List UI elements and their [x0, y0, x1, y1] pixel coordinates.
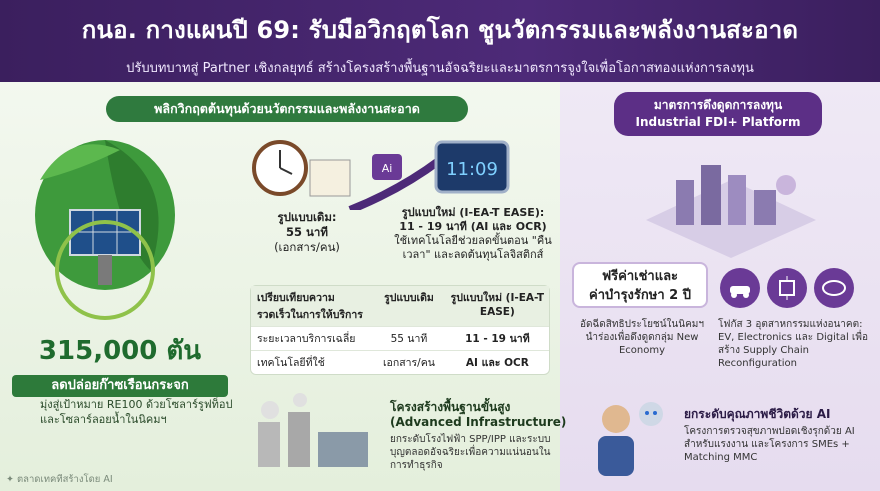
- lease-line1: ฟรีค่าเช่าและ: [601, 269, 679, 284]
- table-row: เทคโนโลยีที่ใช้ เอกสาร/คน AI และ OCR: [251, 350, 549, 374]
- table-cell: เอกสาร/คน: [382, 357, 435, 369]
- header-banner: กนอ. กางแผนปี 69: รับมือวิกฤตโลก ชูนวัตก…: [0, 0, 880, 82]
- documents-icon: [309, 159, 351, 197]
- ai-chip-label: Ai: [382, 162, 393, 175]
- power-plant-icon: [258, 393, 368, 467]
- table-cell: ระยะเวลาบริการเฉลี่ย: [257, 333, 356, 345]
- focus-industries: โฟกัส 3 อุตสาหกรรมแห่งอนาคต: EV, Electro…: [718, 319, 868, 369]
- table-cell: เทคโนโลยีที่ใช้: [257, 357, 325, 369]
- old-model-title: รูปแบบเดิม:: [277, 210, 337, 224]
- process-illustration: Ai 11:09: [252, 140, 510, 210]
- cloud-icon: [814, 268, 854, 308]
- emission-description: มุ่งสู่เป้าหมาย RE100 ด้วยโซลาร์รูฟท็อปแ…: [40, 398, 233, 426]
- emission-label: ลดปล่อยก๊าซเรือนกระจก: [12, 375, 228, 397]
- table-header: รูปแบบเดิม: [384, 292, 434, 304]
- emission-value: 315,000 ตัน: [38, 336, 202, 366]
- infra-title: โครงสร้างพื้นฐานขั้นสูง (Advanced Infras…: [390, 400, 566, 430]
- infra-description: ยกระดับโรงไฟฟ้า SPP/IPP และระบบบุญตลอดอั…: [390, 434, 551, 471]
- infra-title-line1: โครงสร้างพื้นฐานขั้นสูง: [390, 400, 511, 414]
- infra-title-line2: (Advanced Infrastructure): [390, 415, 567, 429]
- right-section-heading: มาตรการดึงดูดการลงทุน Industrial FDI+ Pl…: [614, 92, 822, 136]
- table-cell: 55 นาที: [390, 333, 428, 345]
- old-model-block: รูปแบบเดิม: 55 นาที (เอกสาร/คน): [262, 210, 352, 255]
- ai-health-title: ยกระดับคุณภาพชีวิตด้วย AI: [684, 407, 831, 421]
- ai-health-worker-icon: [598, 402, 663, 476]
- ai-chip-icon: [372, 154, 402, 180]
- lease-line2: ค่าบำรุงรักษา 2 ปี: [589, 288, 691, 303]
- new-model-title: รูปแบบใหม่ (I-EA-T EASE):: [401, 206, 545, 219]
- lease-description: อัดฉีดสิทธิประโยชน์ในนิคมฯ นำร่องเพื่อดึ…: [580, 319, 704, 356]
- chip-icon: [767, 268, 807, 308]
- free-lease-offer: ฟรีค่าเช่าและ ค่าบำรุงรักษา 2 ปี: [572, 262, 708, 308]
- right-heading-line2: Industrial FDI+ Platform: [635, 115, 801, 129]
- solar-leaf-illustration: [35, 140, 175, 320]
- old-model-note: (เอกสาร/คน): [274, 240, 340, 254]
- table-cell: 11 - 19 นาที: [465, 333, 530, 345]
- page-title: กนอ. กางแผนปี 69: รับมือวิกฤตโลก ชูนวัตก…: [81, 16, 799, 44]
- page-subtitle: ปรับบทบาทสู่ Partner เชิงกลยุทธ์ สร้างโค…: [126, 61, 754, 76]
- table-row: ระยะเวลาบริการเฉลี่ย 55 นาที 11 - 19 นาท…: [251, 326, 549, 350]
- ev-car-icon: [720, 268, 760, 308]
- right-heading-line1: มาตรการดึงดูดการลงทุน: [653, 98, 783, 112]
- emission-stat: 315,000 ตัน ลดปล่อยก๊าซเรือนกระจก: [12, 330, 228, 397]
- table-header: รูปแบบใหม่ (I-EA-T EASE): [450, 292, 545, 318]
- table-header-row: เปรียบเทียบความรวดเร็วในการให้บริการ รูป…: [251, 286, 549, 326]
- screen-time: 11:09: [446, 159, 498, 180]
- new-model-block: รูปแบบใหม่ (I-EA-T EASE): 11 - 19 นาที (…: [393, 206, 553, 262]
- new-model-time: 11 - 19 นาที (AI และ OCR): [399, 220, 547, 233]
- table-header: เปรียบเทียบความรวดเร็วในการให้บริการ: [257, 292, 363, 321]
- new-model-desc: ใช้เทคโนโลยีช่วยลดขั้นตอน "คืนเวลา" และล…: [394, 234, 552, 261]
- table-cell: AI และ OCR: [465, 357, 529, 369]
- old-model-time: 55 นาที: [286, 225, 328, 239]
- smart-city-icon: [646, 165, 816, 258]
- comparison-table: เปรียบเทียบความรวดเร็วในการให้บริการ รูป…: [250, 285, 550, 375]
- ai-watermark: ✦ ตลาดเทคทีสร้างโดย AI: [6, 474, 113, 485]
- digital-screen-icon: [434, 140, 510, 194]
- ai-health-description: โครงการตรวจสุขภาพปอดเชิงรุกด้วย AI สำหรั…: [684, 426, 855, 463]
- growth-arrow-icon: [348, 156, 443, 210]
- left-section-heading: พลิกวิกฤตต้นทุนด้วยนวัตกรรมและพลังงานสะอ…: [106, 96, 468, 122]
